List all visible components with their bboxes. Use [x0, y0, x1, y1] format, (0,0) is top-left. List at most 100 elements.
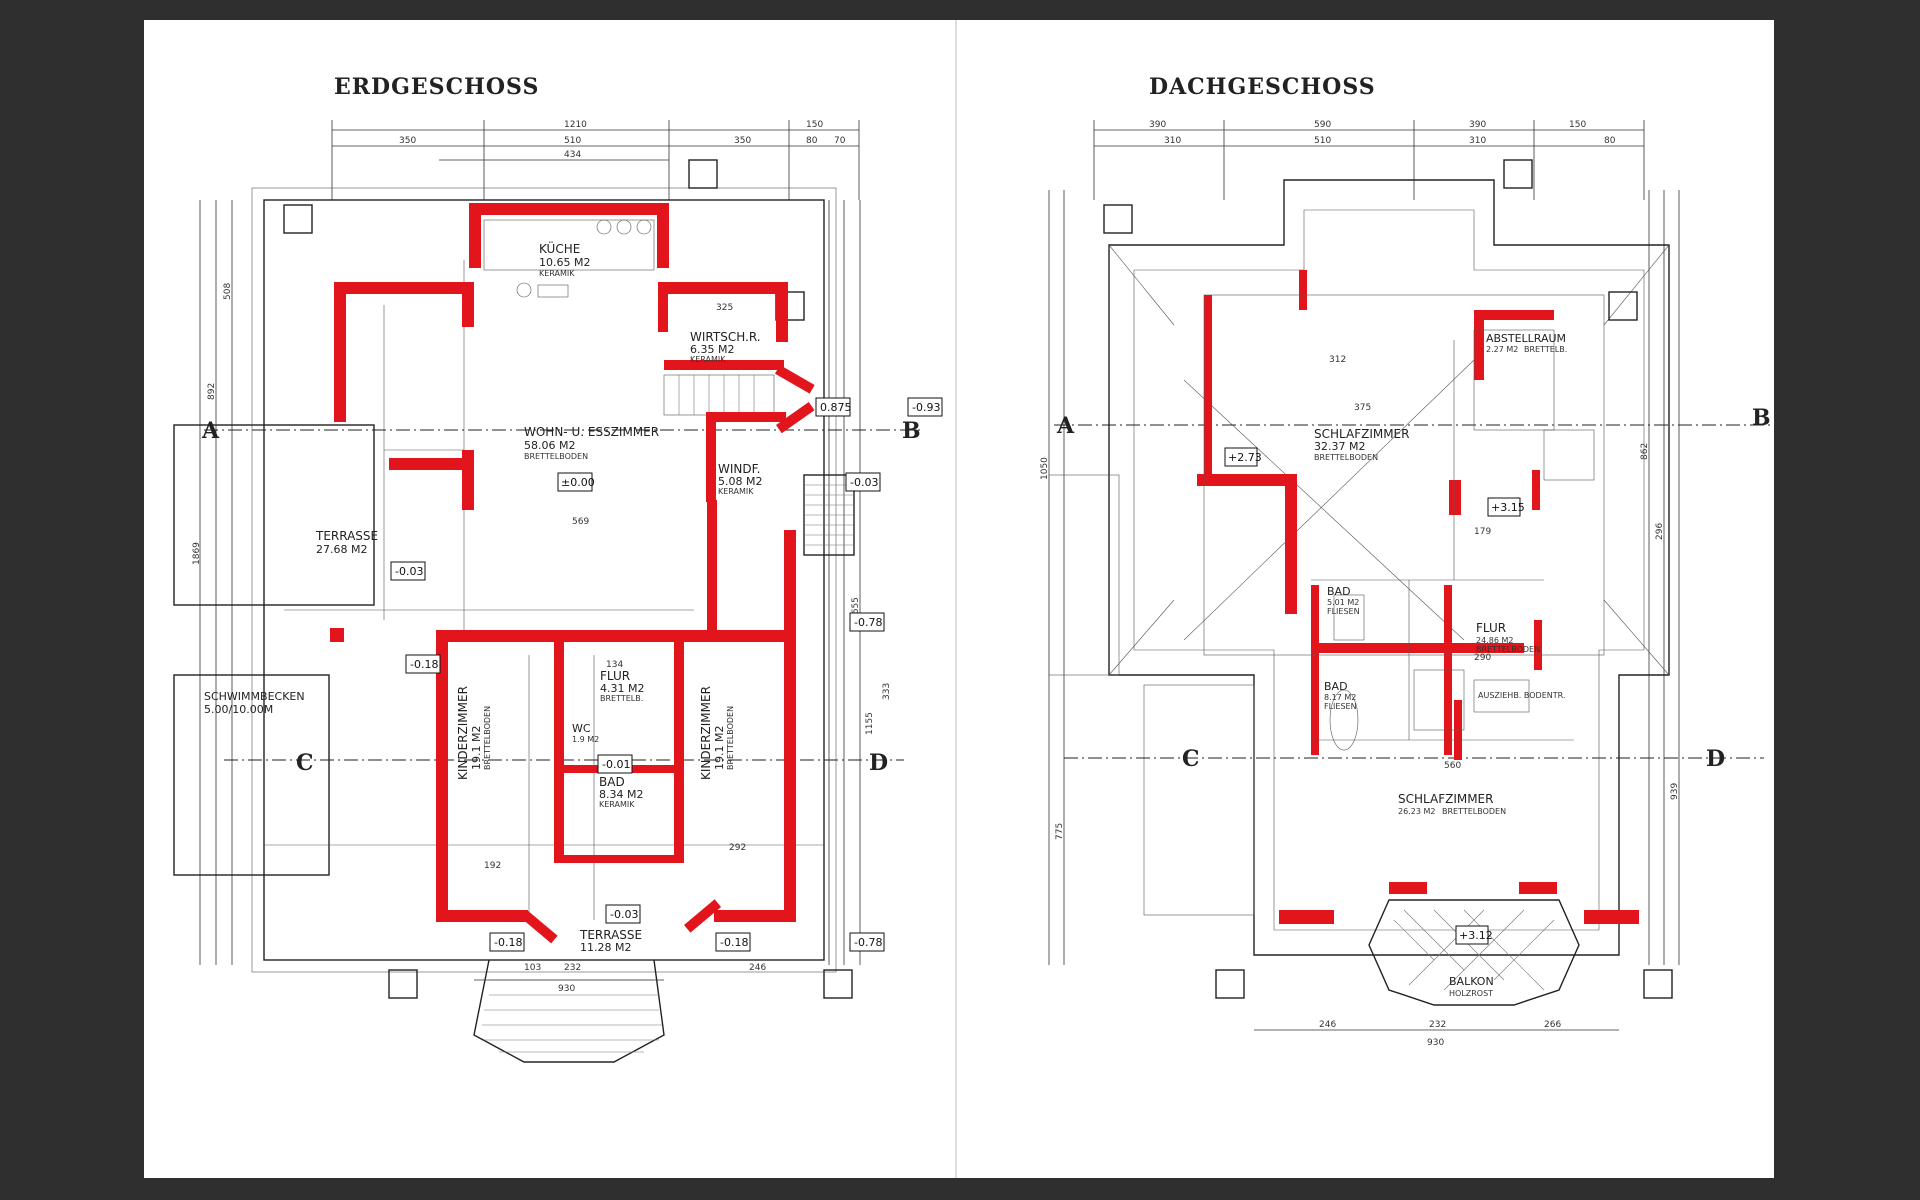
room-name-pool: SCHWIMMBECKEN	[204, 690, 305, 703]
room-area-bath-south: 8.17 M2	[1324, 693, 1356, 702]
room-area-bath: 8.34 M2	[599, 788, 643, 801]
attic-floor-title: DACHGESCHOSS	[1149, 74, 1376, 100]
ground-floor-plan: ERDGESCHOSS 1210 350 510 350 434	[173, 74, 943, 1063]
attic-floor-plan: DACHGESCHOSS 390 590 390 310 510 310	[1040, 74, 1774, 1048]
axis-label-d: D	[869, 750, 888, 776]
dim-text: 192	[484, 861, 501, 871]
room-name-attic-hall: FLUR	[1476, 621, 1506, 635]
dim-text: 510	[564, 136, 581, 146]
room-floor-pantry: KERAMIK	[690, 355, 726, 364]
room-name-kids-right: KINDERZIMMER	[699, 686, 713, 780]
dim-text: 150	[1569, 120, 1586, 130]
room-name-storage: ABSTELLRAUM	[1486, 332, 1566, 345]
room-name-windfang: WINDF.	[718, 462, 760, 476]
level-entry-outer: -0.78	[854, 616, 882, 629]
room-area-storage: 2.27 M2	[1486, 345, 1518, 354]
dim-text: 70	[834, 136, 846, 146]
ground-side-dimensions: 1869 892 508 1655 1155 333	[192, 200, 892, 965]
dim-text: 266	[1544, 1020, 1561, 1030]
dim-text: 80	[806, 136, 818, 146]
ground-room-labels: KÜCHE 10.65 M2 KERAMIK WIRTSCH.R. 6.35 M…	[204, 240, 762, 954]
room-area-kids-left: 19.1 M2	[470, 726, 483, 770]
room-name-wc: WC	[572, 722, 591, 735]
dim-text: 390	[1149, 120, 1166, 130]
room-floor-bed-south: BRETTELBODEN	[1442, 807, 1506, 816]
room-area-living: 58.06 M2	[524, 439, 575, 452]
dim-text: 232	[564, 963, 581, 973]
ground-top-dimensions: 1210 350 510 350 434 150 80 70	[331, 120, 860, 200]
dim-text: 333	[882, 683, 892, 700]
room-area-bed-north: 32.37 M2	[1314, 440, 1365, 453]
ground-outlines	[173, 159, 855, 1063]
level-balcony: +3.12	[1459, 929, 1493, 942]
dim-text: 775	[1055, 823, 1065, 840]
dim-text: 325	[716, 303, 733, 313]
room-area-terrace-south: 11.28 M2	[580, 941, 631, 954]
attic-side-dimensions: 1050 775 862 296 939	[1040, 190, 1680, 965]
dim-text: 390	[1469, 120, 1486, 130]
dim-text: 892	[207, 383, 217, 400]
dim-text: 310	[1164, 136, 1181, 146]
dim-text: 569	[572, 517, 589, 527]
dim-text: 350	[734, 136, 751, 146]
attic-inner-dimensions: 375 312 290 560 179 930 246 232 266	[1254, 355, 1619, 1048]
room-area-kitchen: 10.65 M2	[539, 256, 590, 269]
room-area-kids-right: 19.1 M2	[713, 726, 726, 770]
dim-text: 434	[564, 150, 581, 160]
room-area-wc: 1.9 M2	[572, 735, 599, 744]
level-hall: +3.15	[1491, 501, 1525, 514]
level-stair: 0.875	[820, 401, 852, 414]
room-area-bath-north: 5.01 M2	[1327, 598, 1359, 607]
room-floor-kitchen: KERAMIK	[539, 269, 575, 278]
ground-floor-title: ERDGESCHOSS	[334, 74, 539, 100]
attic-level-markers: +2.73 +3.15 +3.12	[1224, 447, 1525, 945]
dim-text: 1210	[564, 120, 587, 130]
room-floor-storage: BRETTELB.	[1524, 345, 1567, 354]
room-name-terrace-south: TERRASSE	[579, 928, 642, 942]
room-floor-kids-right: BRETTELBODEN	[726, 706, 735, 770]
axis-label-b: B	[902, 418, 921, 444]
room-name-hall: FLUR	[600, 669, 630, 683]
dim-text: 310	[1469, 136, 1486, 146]
room-floor-bath-north: FLIESEN	[1327, 607, 1360, 616]
level-right-outer: -0.78	[854, 936, 882, 949]
level-bottom-right: -0.18	[720, 936, 748, 949]
dim-text: 1655	[851, 597, 861, 620]
plan-sheet: ERDGESCHOSS 1210 350 510 350 434	[144, 20, 1774, 1178]
room-floor-balcony: HOLZROST	[1449, 989, 1493, 998]
attic-roof-outline	[1048, 159, 1673, 999]
room-area-pool: 5.00/10.00M	[204, 703, 273, 716]
front-steps	[473, 959, 665, 1063]
axis-label-c: C	[1182, 746, 1200, 772]
room-floor-hall: BRETTELB.	[600, 694, 643, 703]
entry-stair	[803, 474, 855, 556]
room-name-kitchen: KÜCHE	[539, 240, 580, 256]
room-floor-attic-hall: BRETTELBODEN	[1476, 645, 1540, 654]
dim-text: 930	[1427, 1038, 1444, 1048]
level-bath-door: -0.03	[610, 908, 638, 921]
dim-text: 103	[524, 963, 541, 973]
axis-label-c: C	[296, 750, 314, 776]
room-area-attic-hall: 24.86 M2	[1476, 636, 1513, 645]
level-west: +2.73	[1228, 451, 1262, 464]
room-floor-bed-north: BRETTELBODEN	[1314, 453, 1378, 462]
dim-text: 350	[399, 136, 416, 146]
attic-interior	[1203, 294, 1605, 751]
balcony-area	[1368, 899, 1580, 1006]
level-left-outer: -0.18	[410, 658, 438, 671]
dim-text: 292	[729, 843, 746, 853]
dim-text: 246	[749, 963, 766, 973]
level-main: ±0.00	[561, 476, 595, 489]
room-area-hall: 4.31 M2	[600, 682, 644, 695]
kitchen-fixtures	[483, 219, 655, 298]
dim-text: 312	[1329, 355, 1346, 365]
dim-text: 290	[1474, 653, 1491, 663]
room-name-kids-left: KINDERZIMMER	[456, 686, 470, 780]
room-name-bath-south: BAD	[1324, 680, 1348, 693]
axis-label-a: A	[201, 418, 220, 444]
dim-text: 508	[223, 283, 233, 300]
room-name-bed-south: SCHLAFZIMMER	[1398, 792, 1493, 806]
dim-text: 590	[1314, 120, 1331, 130]
axis-label-a: A	[1056, 413, 1075, 439]
axis-label-b: B	[1752, 405, 1771, 431]
